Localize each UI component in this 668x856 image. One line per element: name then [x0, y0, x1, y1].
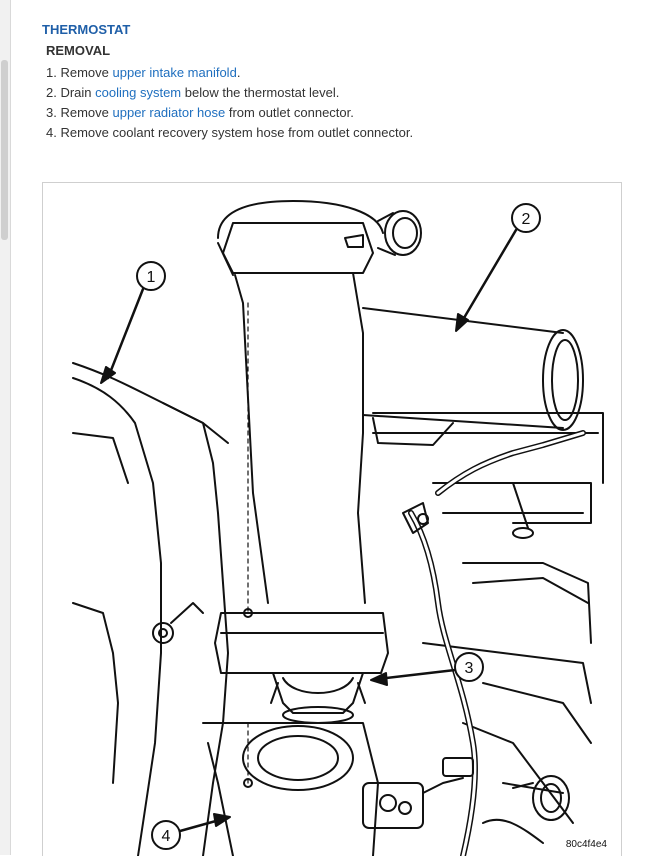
left-scrollbar[interactable] — [0, 0, 11, 855]
step-text: Remove — [60, 105, 113, 120]
callout-2-label: 2 — [522, 211, 531, 228]
step-text: Drain — [60, 85, 96, 100]
scrollbar-thumb[interactable] — [1, 60, 8, 240]
step-number: 3. — [46, 105, 57, 120]
step-text-end: from outlet connector. — [225, 105, 354, 120]
step-text-end: below the thermostat level. — [181, 85, 340, 100]
callout-4-label: 4 — [162, 828, 171, 845]
step-text: Remove — [60, 65, 113, 80]
step-item: 3. Remove upper radiator hose from outle… — [46, 103, 413, 123]
step-item: 1. Remove upper intake manifold. — [46, 63, 413, 83]
figure-code: 80c4f4e4 — [565, 839, 607, 850]
step-item: 4. Remove coolant recovery system hose f… — [46, 123, 413, 143]
step-number: 1. — [46, 65, 57, 80]
step-number: 2. — [46, 85, 57, 100]
upper-intake-manifold-link[interactable]: upper intake manifold — [112, 65, 237, 80]
illustration-drawing: 1 2 3 4 — [72, 200, 604, 856]
upper-radiator-hose-link[interactable]: upper radiator hose — [112, 105, 226, 120]
step-number: 4. — [46, 125, 57, 140]
cooling-system-link[interactable]: cooling system — [95, 85, 182, 100]
section-subtitle: REMOVAL — [46, 43, 111, 58]
callout-3-label: 3 — [465, 660, 474, 677]
step-text: Remove coolant recovery system hose from… — [60, 125, 414, 140]
thermostat-removal-illustration: 1 2 3 4 80c4f4e4 — [42, 182, 622, 856]
removal-steps-list: 1. Remove upper intake manifold. 2. Drai… — [46, 63, 413, 143]
section-title: THERMOSTAT — [42, 22, 131, 37]
callout-1-label: 1 — [147, 269, 156, 286]
step-item: 2. Drain cooling system below the thermo… — [46, 83, 413, 103]
step-text-end: . — [236, 65, 241, 80]
